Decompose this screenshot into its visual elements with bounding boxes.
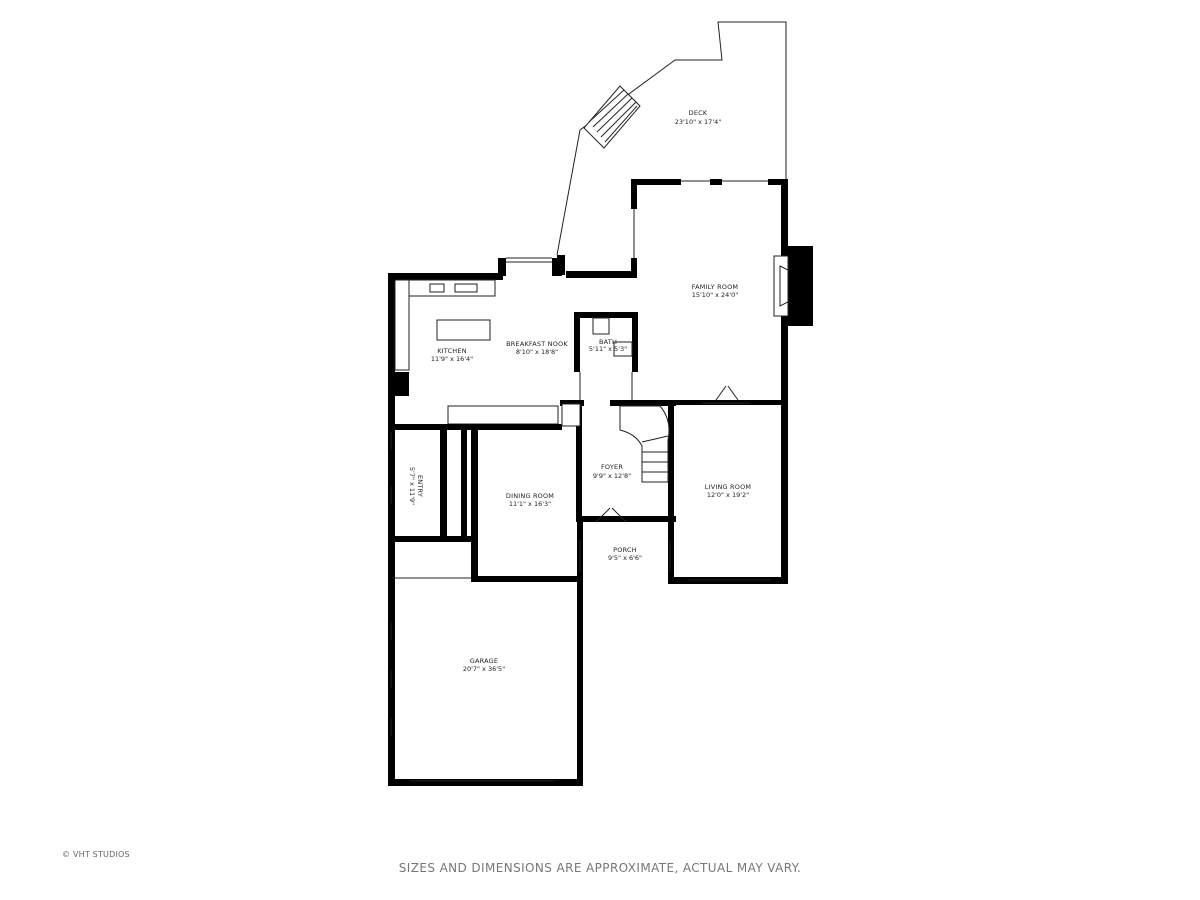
room-name-garage: GARAGE [470,657,498,665]
room-dim-bath: 5'11" x 5'3" [589,345,627,353]
room-name-dining: DINING ROOM [506,492,554,500]
kitchen-fixtures [394,279,559,425]
room-name-porch: PORCH [613,546,637,554]
interior-walls [395,312,676,584]
fireplace [773,246,813,326]
room-dim-kitchen: 11'9" x 16'4" [431,355,473,363]
room-name-family: FAMILY ROOM [692,283,738,291]
room-name-deck: DECK [689,109,708,117]
room-name-foyer: FOYER [601,463,623,471]
room-label-entry: ENTRY 5'7" x 11'9" [408,467,424,505]
room-label-garage: GARAGE 20'7" x 36'5" [463,657,505,673]
room-name-kitchen: KITCHEN [437,347,467,355]
staircase [619,405,670,483]
room-dim-entry: 5'7" x 11'9" [408,467,416,505]
disclaimer-text: SIZES AND DIMENSIONS ARE APPROXIMATE, AC… [398,861,802,875]
room-dim-dining: 11'1" x 16'3" [509,500,551,508]
room-name-entry: ENTRY [416,475,424,497]
room-label-dining: DINING ROOM 11'1" x 16'3" [506,492,554,508]
deck-stairs [583,85,641,149]
family-room-walls [566,179,813,584]
room-name-living: LIVING ROOM [705,483,751,491]
room-label-family: FAMILY ROOM 15'10" x 24'0" [692,283,738,299]
room-dim-living: 12'0" x 19'2" [707,491,749,499]
room-label-bath: BATH 5'11" x 5'3" [589,338,627,353]
room-dim-nook: 8'10" x 18'8" [516,348,558,356]
room-dim-deck: 23'10" x 17'4" [675,118,721,126]
studio-credit: © VHT STUDIOS [62,850,130,859]
room-dim-family: 15'10" x 24'0" [692,291,738,299]
room-label-kitchen: KITCHEN 11'9" x 16'4" [431,347,473,363]
deck-outline [556,21,787,256]
room-dim-porch: 9'5" x 6'6" [608,554,642,562]
doors-windows [390,385,739,736]
room-dim-garage: 20'7" x 36'5" [463,665,505,673]
room-name-nook: BREAKFAST NOOK [506,340,568,348]
room-label-porch: PORCH 9'5" x 6'6" [608,546,642,562]
room-dim-foyer: 9'9" x 12'8" [593,472,631,480]
room-label-deck: DECK 23'10" x 17'4" [675,109,721,126]
room-name-bath: BATH [599,338,617,346]
room-label-living: LIVING ROOM 12'0" x 19'2" [705,483,751,499]
house-walls [388,255,788,786]
room-label-foyer: FOYER 9'9" x 12'8" [593,463,631,480]
room-label-nook: BREAKFAST NOOK 8'10" x 18'8" [506,340,568,356]
